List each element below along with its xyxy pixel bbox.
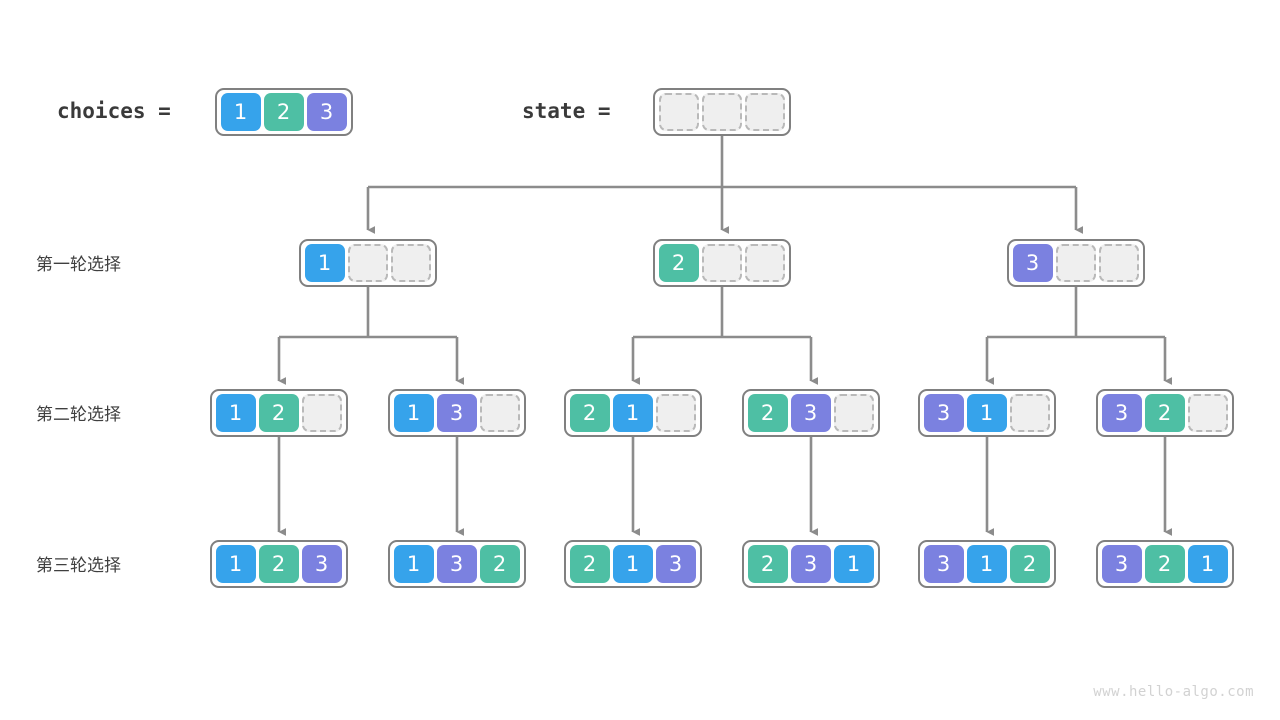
array-cell-value: 3 [1101,545,1142,583]
row-label-round2: 第二轮选择 [36,405,121,425]
array-cell-value: 1 [393,394,434,432]
choices-label: choices = [57,99,171,123]
array-cell-empty [1098,244,1139,282]
array-cell-empty [744,244,785,282]
row-label-round1: 第一轮选择 [36,255,121,275]
array-cell-value: 3 [790,394,831,432]
array-cell-value: 2 [569,394,610,432]
state-label: state = [522,99,611,123]
array-cell-empty [658,93,699,131]
array-cell-value: 1 [966,545,1007,583]
row-label-round3: 第三轮选择 [36,556,121,576]
array-cell-value: 3 [923,394,964,432]
array-cell-value: 1 [612,545,653,583]
array-cell-value: 2 [747,545,788,583]
array-cell-value: 1 [220,93,261,131]
array-cell-value: 2 [1144,394,1185,432]
array-cell-value: 2 [1144,545,1185,583]
array-cell-empty [1055,244,1096,282]
array-cell-value: 3 [436,394,477,432]
array-cell-empty [479,394,520,432]
array-cell-empty [1009,394,1050,432]
array-cell-value: 2 [747,394,788,432]
array-cell-value: 3 [790,545,831,583]
array-cell-empty [655,394,696,432]
array-cell-empty [390,244,431,282]
array-cell-value: 1 [1187,545,1228,583]
array-cell-empty [833,394,874,432]
array-cell-empty [744,93,785,131]
tree-node-round1-3: 3 [1006,239,1145,287]
array-cell-empty [1187,394,1228,432]
array-cell-value: 1 [304,244,345,282]
array-cell-value: 1 [215,394,256,432]
array-cell-value: 2 [569,545,610,583]
array-cell-value: 3 [1012,244,1053,282]
array-cell-value: 2 [258,394,299,432]
array-cell-value: 2 [658,244,699,282]
tree-node-round1-2: 2 [652,239,791,287]
array-cell-value: 2 [479,545,520,583]
array-cell-value: 2 [258,545,299,583]
array-cell-value: 3 [1101,394,1142,432]
array-cell-value: 1 [833,545,874,583]
array-cell-value: 2 [263,93,304,131]
array-cell-empty [347,244,388,282]
watermark: www.hello-algo.com [1093,684,1254,700]
array-cell-value: 3 [655,545,696,583]
array-cell-empty [701,244,742,282]
array-cell-value: 3 [923,545,964,583]
array-cell-empty [701,93,742,131]
array-cell-value: 1 [393,545,434,583]
array-cell-value: 1 [215,545,256,583]
state-array [652,88,791,136]
tree-node-round1-1: 1 [298,239,437,287]
array-cell-value: 3 [436,545,477,583]
array-cell-value: 3 [306,93,347,131]
array-cell-value: 3 [301,545,342,583]
array-cell-value: 1 [612,394,653,432]
array-cell-value: 1 [966,394,1007,432]
array-cell-empty [301,394,342,432]
array-cell-value: 2 [1009,545,1050,583]
